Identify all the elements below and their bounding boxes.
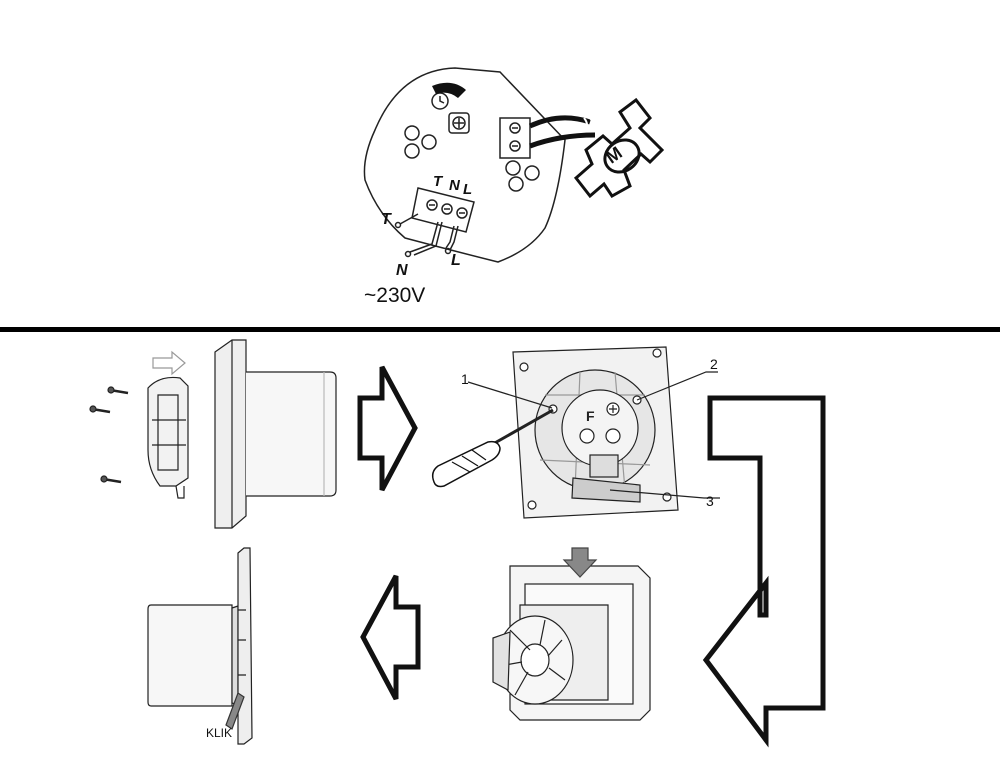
wire-label-t: T xyxy=(381,211,392,228)
voltage-label: ~230V xyxy=(364,284,425,307)
klik-label: KLIK xyxy=(206,726,232,740)
screwdriver xyxy=(431,408,554,488)
screw-icon xyxy=(100,475,122,484)
callout-2: 2 xyxy=(710,356,718,372)
screw-icon xyxy=(89,405,111,414)
callout-1: 1 xyxy=(461,371,469,387)
step-4-assembled xyxy=(147,547,253,745)
step-2-electronics: F xyxy=(431,346,720,519)
screw-icon xyxy=(107,386,129,395)
terminal-label-t: T xyxy=(433,173,444,190)
terminal-label-l: L xyxy=(463,181,472,198)
terminal-label-n: N xyxy=(449,177,461,194)
small-direction-arrow xyxy=(152,350,186,376)
timer-dial xyxy=(431,82,466,110)
wiring-diagram xyxy=(363,67,665,263)
component-cluster-right xyxy=(505,160,540,192)
adjust-screw xyxy=(448,112,470,134)
component-cluster-left xyxy=(404,125,437,159)
grey-down-arrow xyxy=(562,547,598,578)
step-1-disassembly xyxy=(89,339,337,529)
motor-bracket xyxy=(147,376,189,499)
callout-3: 3 xyxy=(706,493,714,509)
mains-terminal-block xyxy=(411,187,475,233)
mains-wires xyxy=(394,213,459,258)
motor xyxy=(573,97,665,199)
arrow-right-icon xyxy=(357,365,418,492)
circuit-board xyxy=(363,67,566,263)
fan-housing-side xyxy=(214,339,337,529)
arrow-u-turn-icon xyxy=(702,395,826,748)
arrow-left-icon xyxy=(360,574,421,701)
front-cover-side xyxy=(237,547,253,745)
klik-arrow xyxy=(225,692,245,730)
section-divider xyxy=(0,327,1000,332)
wire-label-n: N xyxy=(396,262,408,279)
wire-label-l: L xyxy=(451,252,461,269)
step-3-wall-mount xyxy=(492,547,651,721)
motor-terminal-block xyxy=(499,117,531,159)
svg-text:F: F xyxy=(586,408,595,424)
